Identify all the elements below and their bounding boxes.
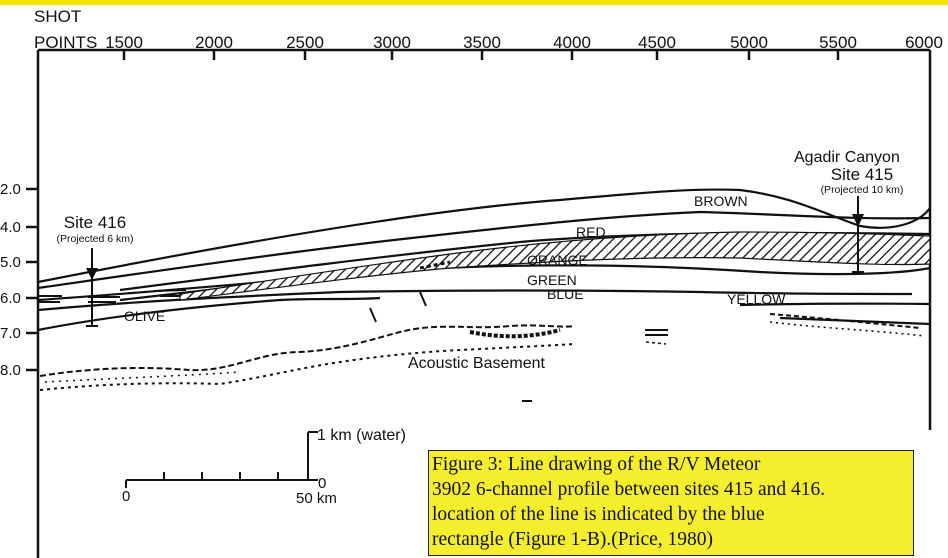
depth-tick-label: 6.0 — [0, 290, 21, 307]
reflector-red — [37, 210, 931, 290]
acoustic-basement-label: Acoustic Basement — [408, 355, 546, 372]
reflector-green — [37, 264, 931, 302]
reflector-olive — [37, 296, 381, 332]
site-416-label: Site 416 — [64, 213, 126, 232]
shot-label-line1: SHOT — [34, 7, 81, 26]
caption-line: rectangle (Figure 1-B).(Price, 1980) — [432, 529, 714, 550]
site-415-note: (Projected 10 km) — [821, 184, 904, 196]
green-label: GREEN — [527, 272, 577, 288]
orange-label: ORANGE — [527, 252, 588, 268]
shot-point-axis: 1500 2000 2500 3000 3500 4000 4500 5000 … — [105, 33, 943, 60]
depth-tick-label: 5.0 — [0, 254, 21, 271]
scale-zero-left: 0 — [122, 488, 130, 505]
shot-tick-label: 4000 — [553, 33, 591, 52]
shot-tick-label: 3000 — [373, 33, 411, 52]
site-416-marker: Site 416 (Projected 6 km) — [56, 213, 134, 327]
figure-caption: Figure 3: Line drawing of the R/V Meteor… — [428, 450, 914, 556]
depth-tick-label: 2.0 — [0, 181, 21, 198]
olive-label: OLIVE — [124, 308, 165, 324]
reflector-deep-right — [779, 316, 931, 326]
depth-tick-label: 4.0 — [0, 219, 21, 236]
shot-tick-label: 2500 — [286, 33, 324, 52]
scale-km-label: 50 km — [296, 490, 337, 507]
scale-bar: 1 km (water) 0 0 50 km — [122, 427, 406, 507]
depth-tick-label: 8.0 — [0, 362, 21, 379]
top-banner — [0, 0, 948, 5]
acoustic-basement — [39, 313, 926, 391]
caption-line: location of the line is indicated by the… — [432, 504, 765, 525]
orange-hatched-layer — [179, 231, 931, 301]
shot-tick-label: 4500 — [638, 33, 676, 52]
water-scale-label: 1 km (water) — [317, 427, 406, 444]
reflector-brown — [37, 188, 931, 284]
agadir-canyon-label: Agadir Canyon — [794, 149, 900, 166]
red-label: RED — [576, 224, 606, 240]
shot-tick-label: 2000 — [195, 33, 233, 52]
shot-tick-label: 5000 — [730, 33, 768, 52]
shot-tick-label: 1500 — [105, 33, 143, 52]
shot-tick-label: 6000 — [905, 33, 943, 52]
yellow-label: YELLOW — [727, 291, 786, 307]
scale-zero-vertical: 0 — [318, 475, 326, 492]
shot-tick-label: 5500 — [819, 33, 857, 52]
depth-axis: 2.0 4.0 5.0 6.0 7.0 8.0 — [0, 181, 38, 379]
reflector-fragments — [38, 260, 668, 402]
shot-label-line2: POINTS — [34, 33, 97, 52]
caption-line: 3902 6-channel profile between sites 415… — [432, 479, 826, 500]
site-416-note: (Projected 6 km) — [56, 233, 133, 245]
shot-tick-label: 3500 — [463, 33, 501, 52]
site-415-marker: Site 415 (Projected 10 km) — [821, 165, 904, 273]
blue-label: BLUE — [547, 286, 584, 302]
caption-line: Figure 3: Line drawing of the R/V Meteor — [432, 454, 761, 475]
depth-tick-label: 7.0 — [0, 325, 21, 342]
brown-label: BROWN — [694, 193, 748, 209]
site-415-label: Site 415 — [831, 165, 893, 184]
reflector-yellow — [739, 302, 931, 307]
